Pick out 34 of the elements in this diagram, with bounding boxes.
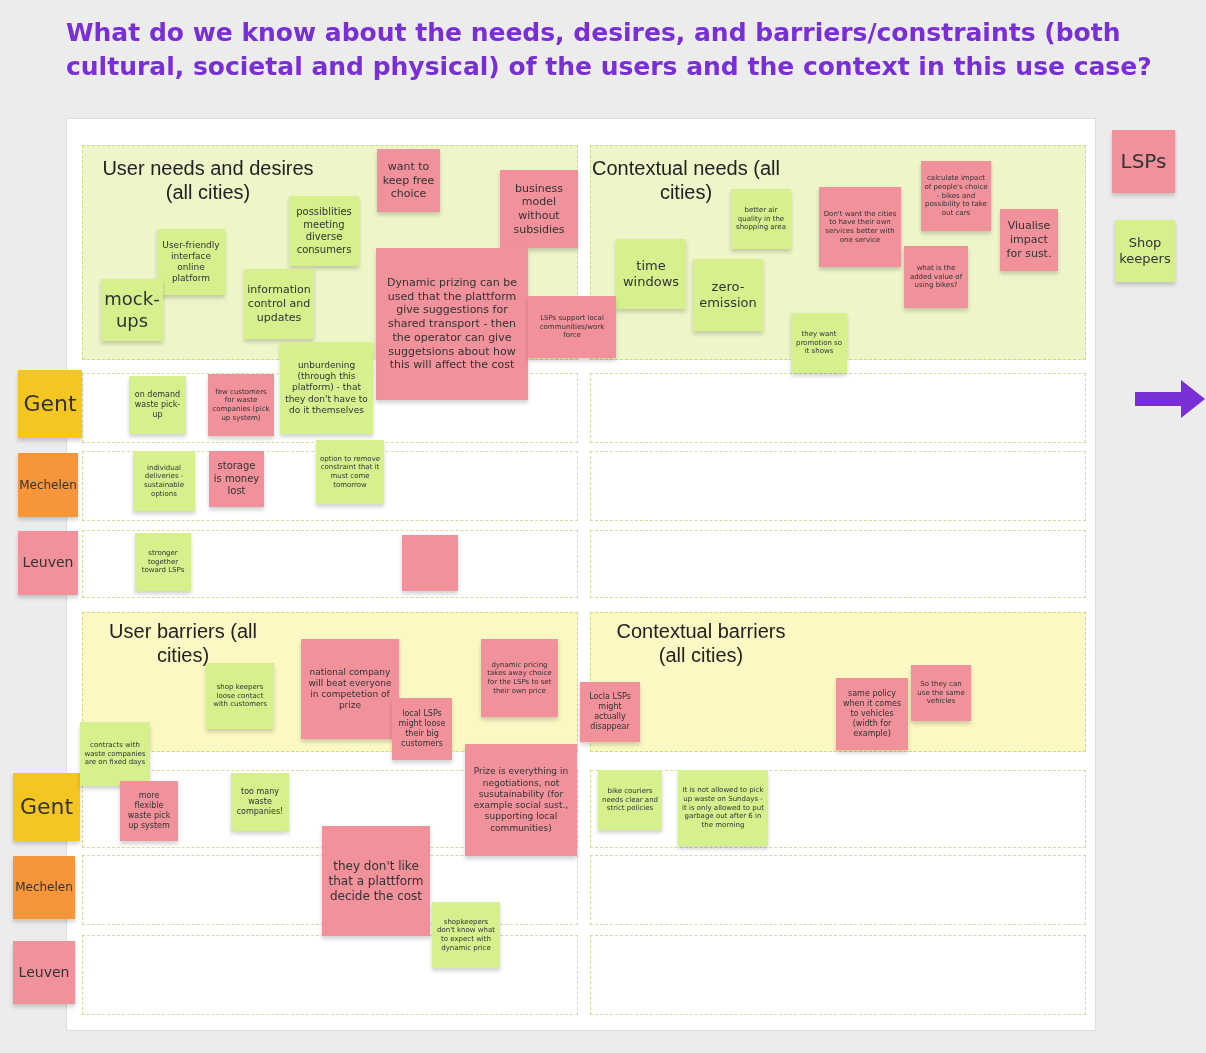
- section-panel: [590, 612, 1086, 752]
- sticky-note: mock- ups: [101, 279, 163, 341]
- city-label-note: Gent: [13, 773, 80, 841]
- sticky-note: business model without subsidies: [500, 170, 578, 248]
- sticky-note: same policy when it comes to vehicles (width for example): [836, 678, 908, 750]
- sticky-note: want to keep free choice: [377, 149, 440, 212]
- sticky-note: User-friendly interface online platform: [157, 229, 225, 295]
- section-panel: [82, 612, 578, 752]
- sticky-note: unburdening (through this platform) - that they don't have to do it themselves: [280, 342, 373, 434]
- sticky-note: more flexible waste pick up system: [120, 781, 178, 841]
- sticky-note: national company will beat everyone in competetion of prize: [301, 639, 399, 739]
- sticky-note: local LSPs might loose their big customers: [392, 698, 452, 760]
- sticky-note: zero- emission: [693, 259, 763, 331]
- sticky-note: storage is money lost: [209, 451, 264, 507]
- city-label-note: Mechelen: [13, 856, 75, 919]
- section-heading: Contextual barriers (all cities): [615, 619, 787, 667]
- city-label-note: Mechelen: [18, 453, 78, 517]
- sticky-note: on demand waste pick- up: [129, 376, 186, 434]
- sticky-note: Prize is everything in negotiations, not susutainability (for example social sust., supporting local communities): [465, 744, 577, 856]
- legend-label: LSPs: [1120, 149, 1167, 174]
- sticky-note: time windows: [616, 239, 686, 309]
- city-label-note: Gent: [18, 370, 82, 438]
- sticky-note: they don't like that a plattform decide the cost: [322, 826, 430, 936]
- sticky-note: Dynamic prizing can be used that the plattform give suggestions for shared transport - then the operator can give suggetsions about how this will affect the cost: [376, 248, 528, 400]
- sticky-note: information control and updates: [244, 269, 314, 339]
- title: What do we know about the needs, desires, and barriers/constraints (both cultural, societal and physical) of the users and the context in this use case?: [66, 17, 1153, 83]
- sticky-note: too many waste companies!: [231, 773, 289, 831]
- city-label-note: Leuven: [13, 941, 75, 1004]
- city-label-note: Leuven: [18, 531, 78, 595]
- sticky-note: possiblities meeting diverse consumers: [289, 196, 359, 266]
- sticky-note: Viualise impact for sust.: [1000, 209, 1058, 271]
- sticky-note: Locla LSPs might actually disappear: [580, 682, 640, 742]
- blank-sticky-note: [402, 535, 458, 591]
- legend-label: Shop keepers: [1118, 234, 1172, 268]
